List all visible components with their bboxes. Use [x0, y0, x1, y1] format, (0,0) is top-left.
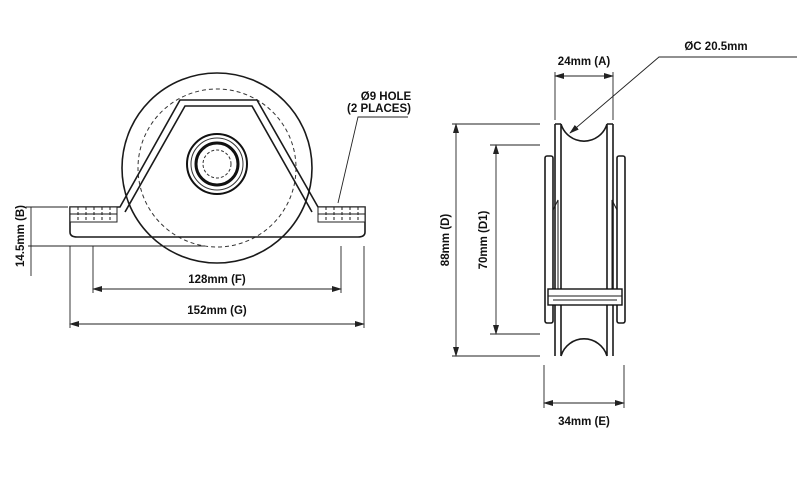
side-view: 24mm (A) ØC 20.5mm 88mm (D) 70mm (D1) 34… — [440, 41, 797, 428]
dim-d-label: 88mm (D) — [440, 214, 452, 267]
mounting-foot-left — [69, 206, 118, 223]
dim-g-label: 152mm (G) — [187, 305, 247, 317]
hole-label-places: (2 PLACES) — [347, 103, 411, 115]
mounting-foot-right — [317, 206, 366, 223]
hub — [186, 133, 248, 195]
dim-f-label: 128mm (F) — [188, 274, 246, 286]
dim-d1-label: 70mm (D1) — [478, 210, 490, 269]
wheel-profile — [554, 123, 614, 357]
front-view: Ø9 HOLE (2 PLACES) 14.5mm (B) 128mm (F) … — [15, 72, 412, 328]
dim-c-leader — [569, 56, 797, 134]
wheel-outer-circle — [121, 72, 313, 264]
hole-leader-line — [337, 116, 408, 204]
dim-a-label: 24mm (A) — [558, 56, 611, 68]
wheel-hidden-circle — [137, 88, 297, 248]
dim-b-label: 14.5mm (B) — [15, 205, 27, 267]
dim-e-label: 34mm (E) — [558, 416, 610, 428]
side-plate-right — [616, 155, 626, 324]
axle — [547, 288, 623, 306]
hole-label: Ø9 HOLE — [361, 91, 412, 103]
side-plate-left — [544, 155, 554, 324]
dim-c-label: ØC 20.5mm — [684, 41, 747, 53]
